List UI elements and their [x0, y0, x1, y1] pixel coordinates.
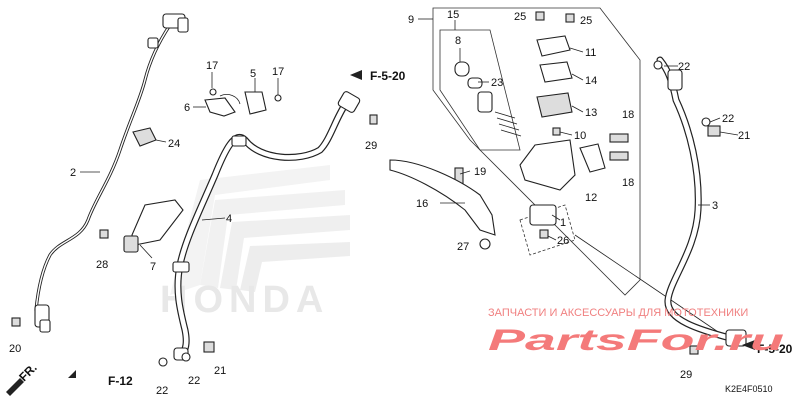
label-14: 14 — [585, 75, 597, 87]
shop-logo: PartsFor.ru — [488, 324, 784, 357]
part-2-cable — [34, 13, 189, 333]
label-26: 26 — [557, 235, 569, 247]
ref-f-12: F-12 — [108, 374, 133, 388]
label-19: 19 — [474, 166, 486, 178]
label-8: 8 — [455, 35, 461, 47]
label-4: 4 — [226, 213, 232, 225]
label-27: 27 — [457, 241, 469, 253]
shop-caption: ЗАПЧАСТИ И АКСЕССУАРЫ ДЛЯ МОТОТЕХНИКИ — [488, 307, 748, 319]
master-cylinder-parts — [454, 11, 629, 250]
label-13: 13 — [585, 107, 597, 119]
label-18a: 18 — [622, 109, 634, 121]
label-21b: 21 — [738, 130, 750, 142]
label-11: 11 — [585, 47, 596, 59]
label-25b: 25 — [580, 15, 592, 27]
label-3: 3 — [712, 200, 718, 212]
label-18b: 18 — [622, 177, 634, 189]
label-15: 15 — [447, 9, 459, 21]
label-28: 28 — [96, 259, 108, 271]
label-23: 23 — [491, 77, 503, 89]
left-bolts — [11, 114, 378, 367]
label-5: 5 — [250, 68, 256, 80]
label-22a: 22 — [156, 385, 168, 397]
label-16: 16 — [416, 198, 428, 210]
label-12: 12 — [585, 192, 597, 204]
label-10: 10 — [574, 130, 586, 142]
label-22c: 22 — [678, 61, 690, 73]
reference-arrows — [6, 70, 755, 396]
label-1: 1 — [560, 217, 566, 229]
label-21a: 21 — [214, 365, 226, 377]
label-29a: 29 — [365, 140, 377, 152]
ref-f-5-20-bottom: F-5-20 — [757, 342, 793, 356]
label-22d: 22 — [722, 113, 734, 125]
honda-watermark-text: HONDA — [160, 279, 329, 321]
label-17a: 17 — [206, 60, 218, 72]
honda-wing-watermark: HONDA — [160, 165, 350, 321]
part-16-brake-lever — [389, 159, 496, 236]
part-24-clip — [132, 127, 167, 147]
part-7-bracket — [123, 199, 184, 253]
label-2: 2 — [70, 167, 76, 179]
diagram-code: K2E4F0510 — [725, 384, 773, 394]
label-20: 20 — [9, 343, 21, 355]
part-3-hose — [653, 56, 747, 355]
label-7: 7 — [150, 261, 156, 273]
label-29b: 29 — [680, 369, 692, 381]
label-17b: 17 — [272, 66, 284, 78]
part-5-6-clamps — [204, 88, 282, 117]
label-9: 9 — [408, 14, 414, 26]
label-24: 24 — [168, 138, 180, 150]
label-22b: 22 — [188, 375, 200, 387]
label-6: 6 — [184, 102, 190, 114]
label-25a: 25 — [514, 11, 526, 23]
leader-lines — [80, 18, 739, 259]
ref-f-5-20-top: F-5-20 — [370, 69, 406, 83]
